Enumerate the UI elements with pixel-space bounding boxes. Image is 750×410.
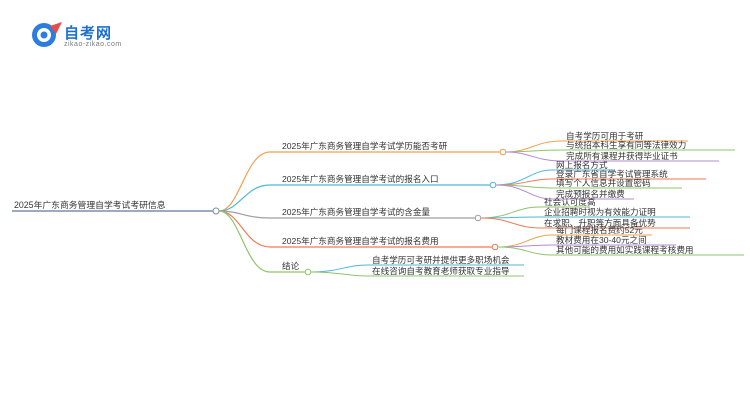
branch-2-item-4: 完成预报名并缴费	[556, 188, 625, 199]
branch-2: 2025年广东商务管理自学考试的报名入口 网上报名方式 登录广东省自学考试管理系…	[270, 159, 706, 200]
logo-emblem-icon	[32, 22, 62, 47]
branch-3: 2025年广东商务管理自学考试的含金量 社会认可度高 企业招聘时视为有效能力证明…	[270, 196, 690, 229]
branch-3-item-1: 社会认可度高	[544, 196, 596, 207]
branch-1-connector	[218, 151, 271, 212]
branch-4-label: 2025年广东商务管理自学考试的报名费用	[282, 235, 439, 246]
branch-5-label: 结论	[282, 260, 300, 271]
root-node-dot	[212, 207, 220, 215]
branch-3-item-3: 在求职、升职等方面具备优势	[544, 217, 656, 228]
logo-title: 自考网	[64, 25, 113, 42]
branch-5: 结论 自考学历可考研并提供更多职场机会 在线咨询自考教育老师获取专业指导	[270, 254, 524, 277]
branch-3-item-2: 企业招聘时视为有效能力证明	[544, 206, 656, 217]
branch-3-label: 2025年广东商务管理自学考试的含金量	[282, 206, 430, 217]
branch-2-connector	[218, 184, 271, 212]
branch-4: 2025年广东商务管理自学考试的报名费用 每门课程报名费约52元 教材费用在30…	[270, 224, 744, 256]
branch-2-item-3: 填写个人信息并设置密码	[556, 177, 651, 188]
branch-4-item-3: 其他可能的费用如实践课程考核费用	[556, 244, 694, 255]
branch-1: 2025年广东商务管理自学考试学历能否考研 自考学历可用于考研 与统招本科生享有…	[270, 130, 735, 162]
branch-1-item-1: 自考学历可用于考研	[566, 130, 644, 141]
branch-5-connector	[218, 210, 271, 273]
branch-3-node-dot	[474, 214, 482, 222]
branch-4-item-1: 每门课程报名费约52元	[556, 224, 643, 235]
branch-2-label: 2025年广东商务管理自学考试的报名入口	[282, 173, 439, 184]
branch-4-node-dot	[491, 243, 499, 251]
branch-5-item-2: 在线咨询自考教育老师获取专业指导	[372, 265, 510, 276]
branch-1-node-dot	[499, 148, 507, 156]
branch-1-item-2: 与统招本科生享有同等法律效力	[566, 139, 686, 150]
branch-2-item-2: 登录广东省自学考试管理系统	[556, 168, 668, 179]
branch-2-item-1: 网上报名方式	[556, 159, 608, 170]
branch-1-item-3: 完成所有课程并获得毕业证书	[566, 150, 678, 161]
branch-4-connector	[218, 210, 271, 248]
branch-1-label: 2025年广东商务管理自学考试学历能否考研	[282, 140, 448, 151]
root-label: 2025年广东商务管理自学考试考研信息	[14, 199, 166, 210]
logo	[30, 20, 150, 56]
branch-4-item-2: 教材费用在30-40元之间	[556, 234, 647, 245]
branch-5-node-dot	[304, 268, 312, 276]
logo-subtitle: zikao-zikao.com	[64, 41, 122, 48]
branch-2-node-dot	[489, 181, 497, 189]
branch-5-item-1: 自考学历可考研并提供更多职场机会	[372, 254, 510, 265]
